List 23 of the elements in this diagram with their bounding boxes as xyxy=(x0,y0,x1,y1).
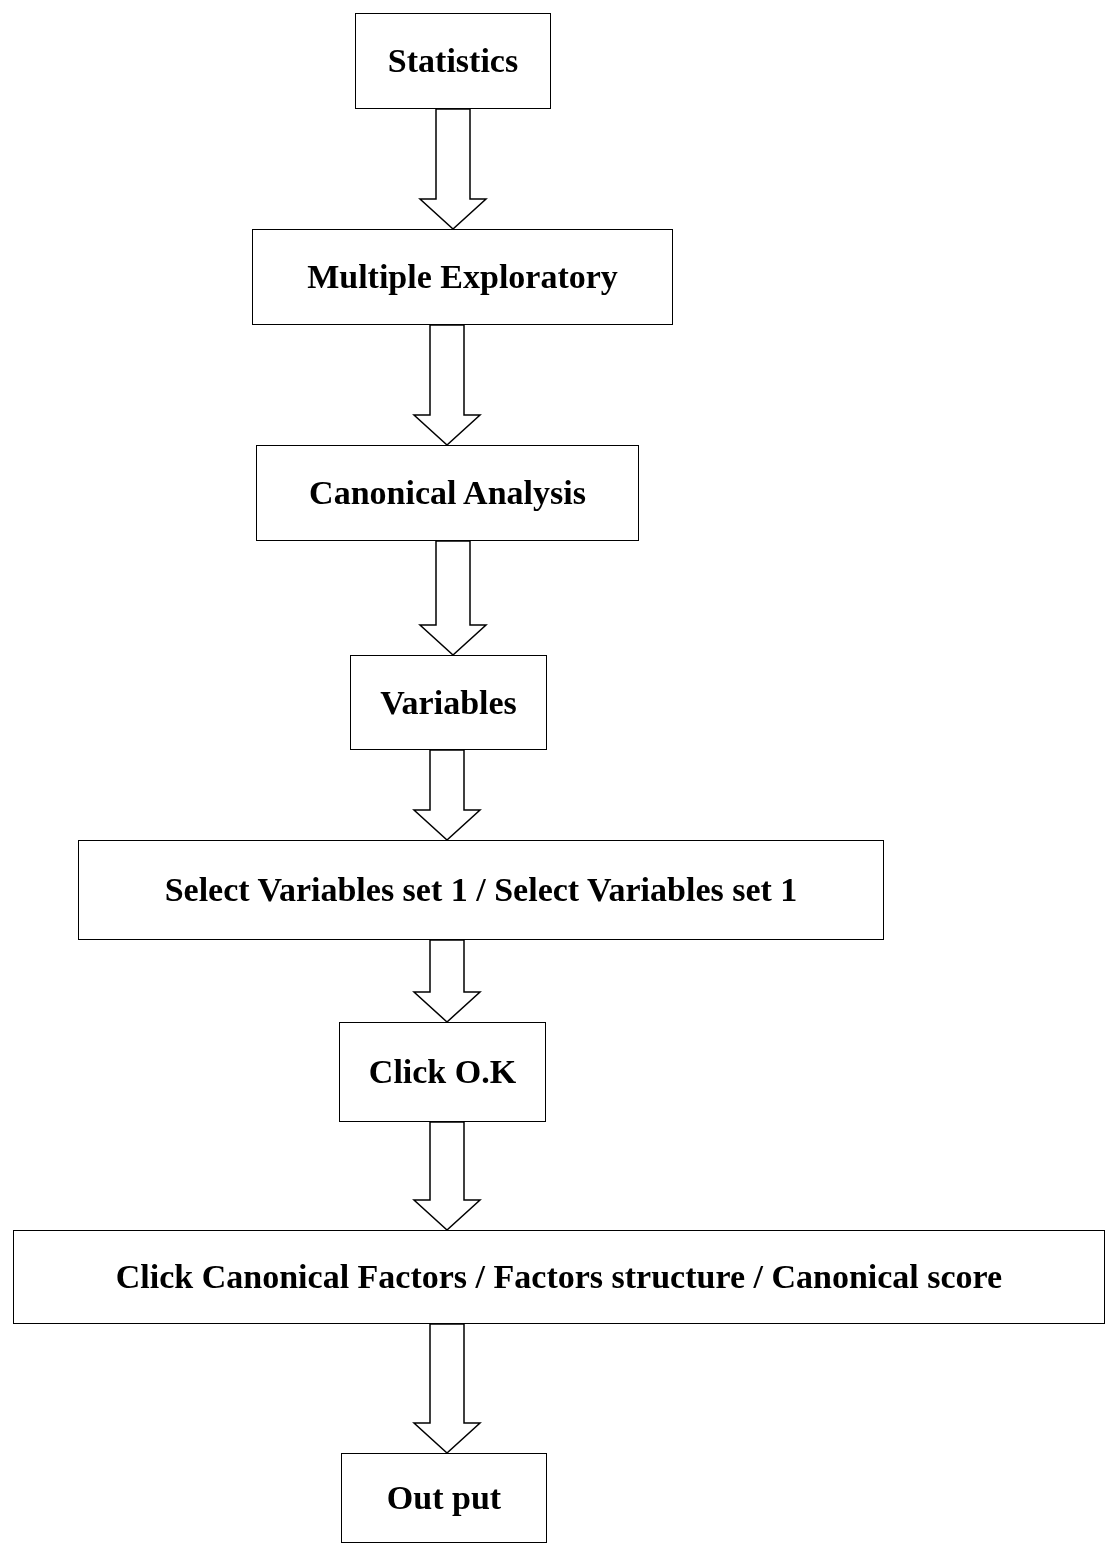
process-box xyxy=(350,655,547,750)
block-arrow xyxy=(412,1323,482,1454)
block-arrow xyxy=(418,540,488,656)
block-arrow xyxy=(412,749,482,841)
step-label: Click O.K xyxy=(368,1053,517,1091)
process-box xyxy=(341,1453,547,1543)
process-box xyxy=(355,13,551,109)
process-box xyxy=(13,1230,1105,1324)
block-arrow xyxy=(418,108,488,230)
block-arrow xyxy=(412,939,482,1023)
step-label: Canonical Analysis xyxy=(309,474,586,512)
step-label: Select Variables set 1 / Select Variables set 1 xyxy=(164,871,798,909)
block-arrow xyxy=(412,1121,482,1231)
step-label: Variables xyxy=(380,683,517,722)
step-label: Click Canonical Factors / Factors structure / Canonical score xyxy=(115,1258,1003,1296)
process-box xyxy=(252,229,673,325)
process-box xyxy=(256,445,639,541)
block-arrow xyxy=(412,324,482,446)
process-box xyxy=(339,1022,546,1122)
step-label: Multiple Exploratory xyxy=(307,258,618,296)
step-label: Statistics xyxy=(387,42,519,80)
process-box xyxy=(78,840,884,940)
step-label: Out put xyxy=(386,1479,502,1517)
